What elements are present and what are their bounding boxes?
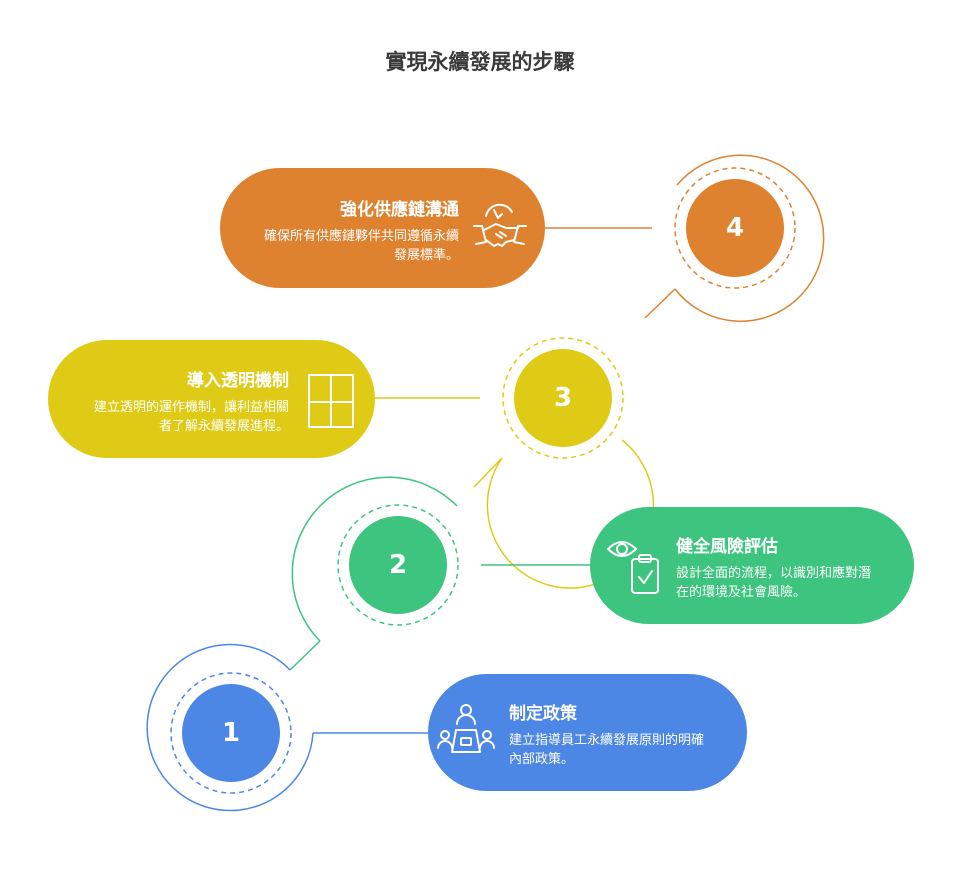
step-3-number: 3	[514, 349, 612, 447]
step-3-ring	[375, 337, 655, 589]
step-1-ring	[146, 643, 428, 812]
step-4-description: 確保所有供應鏈夥伴共同遵循永續發展標準。	[263, 229, 459, 263]
meeting-table-icon	[437, 704, 495, 753]
step-2-ring	[289, 476, 590, 671]
step-4-number: 4	[686, 179, 784, 277]
step-1-card: 制定政策 建立指導員工永續發展原則的明確內部政策。	[428, 674, 747, 791]
step-2-description: 設計全面的流程，以識別和應對潛在的環境及社會風險。	[676, 566, 872, 600]
step-1-number: 1	[182, 684, 280, 782]
eye-clipboard-icon	[607, 541, 659, 594]
step-2-number: 2	[349, 516, 447, 614]
step-2-title: 健全風險評估	[676, 537, 778, 557]
handshake-icon	[473, 203, 527, 247]
diagram-title: 實現永續發展的步驟	[385, 50, 575, 74]
step-1-description: 建立指導員工永續發展原則的明確內部政策。	[509, 733, 705, 767]
window-grid-icon	[308, 374, 354, 428]
step-4-ring	[545, 154, 825, 322]
step-3-card: 導入透明機制 建立透明的運作機制，讓利益相關者了解永續發展進程。	[48, 340, 375, 458]
step-4-title: 強化供應鏈溝通	[340, 200, 459, 220]
step-4-card: 強化供應鏈溝通 確保所有供應鏈夥伴共同遵循永續發展標準。	[220, 168, 545, 288]
step-3-description: 建立透明的運作機制，讓利益相關者了解永續發展進程。	[93, 400, 289, 434]
step-1-title: 制定政策	[509, 704, 577, 724]
step-2-card: 健全風險評估 設計全面的流程，以識別和應對潛在的環境及社會風險。	[590, 507, 914, 624]
step-3-title: 導入透明機制	[187, 371, 289, 391]
